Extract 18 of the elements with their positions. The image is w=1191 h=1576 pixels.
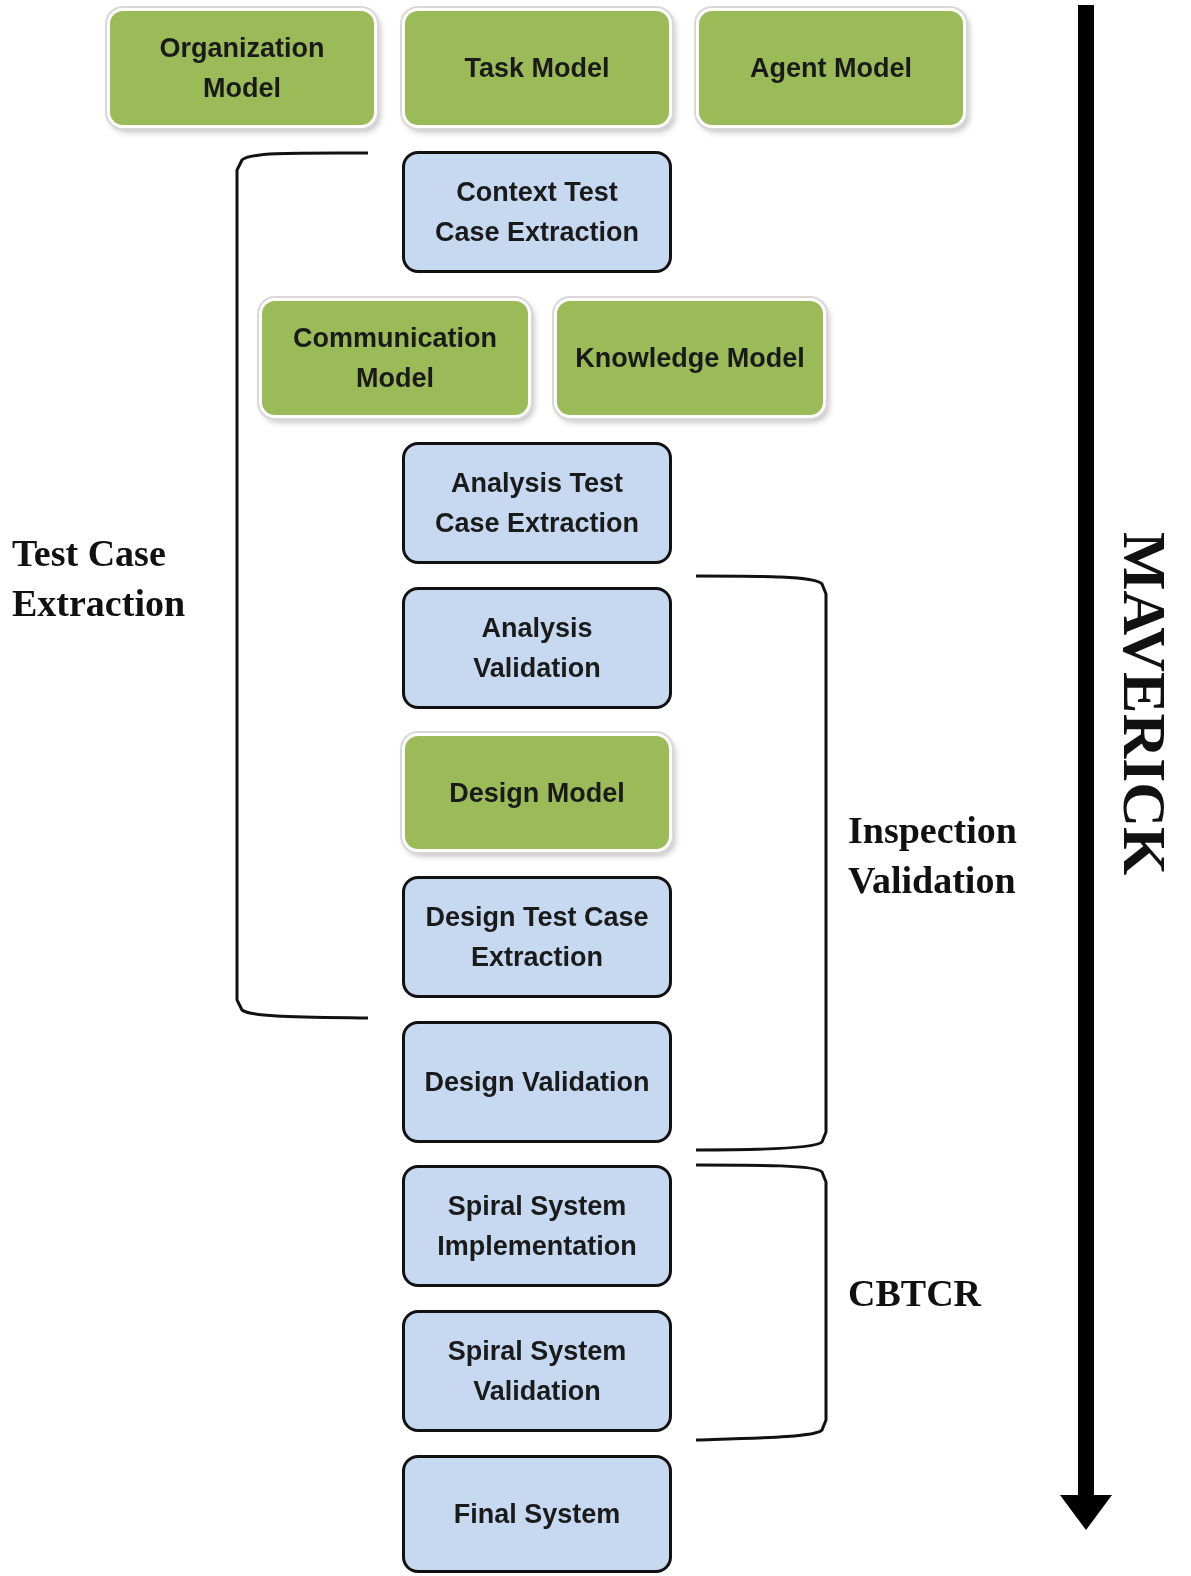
process-box: Spiral System Validation bbox=[402, 1310, 672, 1432]
process-box: Analysis Test Case Extraction bbox=[402, 442, 672, 564]
model-box: Agent Model bbox=[696, 8, 966, 128]
group-label: CBTCR bbox=[848, 1271, 982, 1316]
model-box: Design Model bbox=[402, 733, 672, 852]
model-box: Knowledge Model bbox=[554, 298, 826, 418]
process-box: Design Test Case Extraction bbox=[402, 876, 672, 998]
process-box: Analysis Validation bbox=[402, 587, 672, 709]
process-box: Design Validation bbox=[402, 1021, 672, 1143]
vertical-title: MAVERICK bbox=[1112, 532, 1178, 876]
process-box: Final System bbox=[402, 1455, 672, 1573]
model-box: Organization Model bbox=[107, 8, 377, 128]
group-label: Test Case Extraction bbox=[12, 531, 187, 626]
model-box: Communication Model bbox=[259, 298, 531, 418]
process-box: Spiral System Implementation bbox=[402, 1165, 672, 1287]
model-box: Task Model bbox=[402, 8, 672, 128]
group-label: Inspection Validation bbox=[848, 808, 1018, 903]
process-box: Context Test Case Extraction bbox=[402, 151, 672, 273]
